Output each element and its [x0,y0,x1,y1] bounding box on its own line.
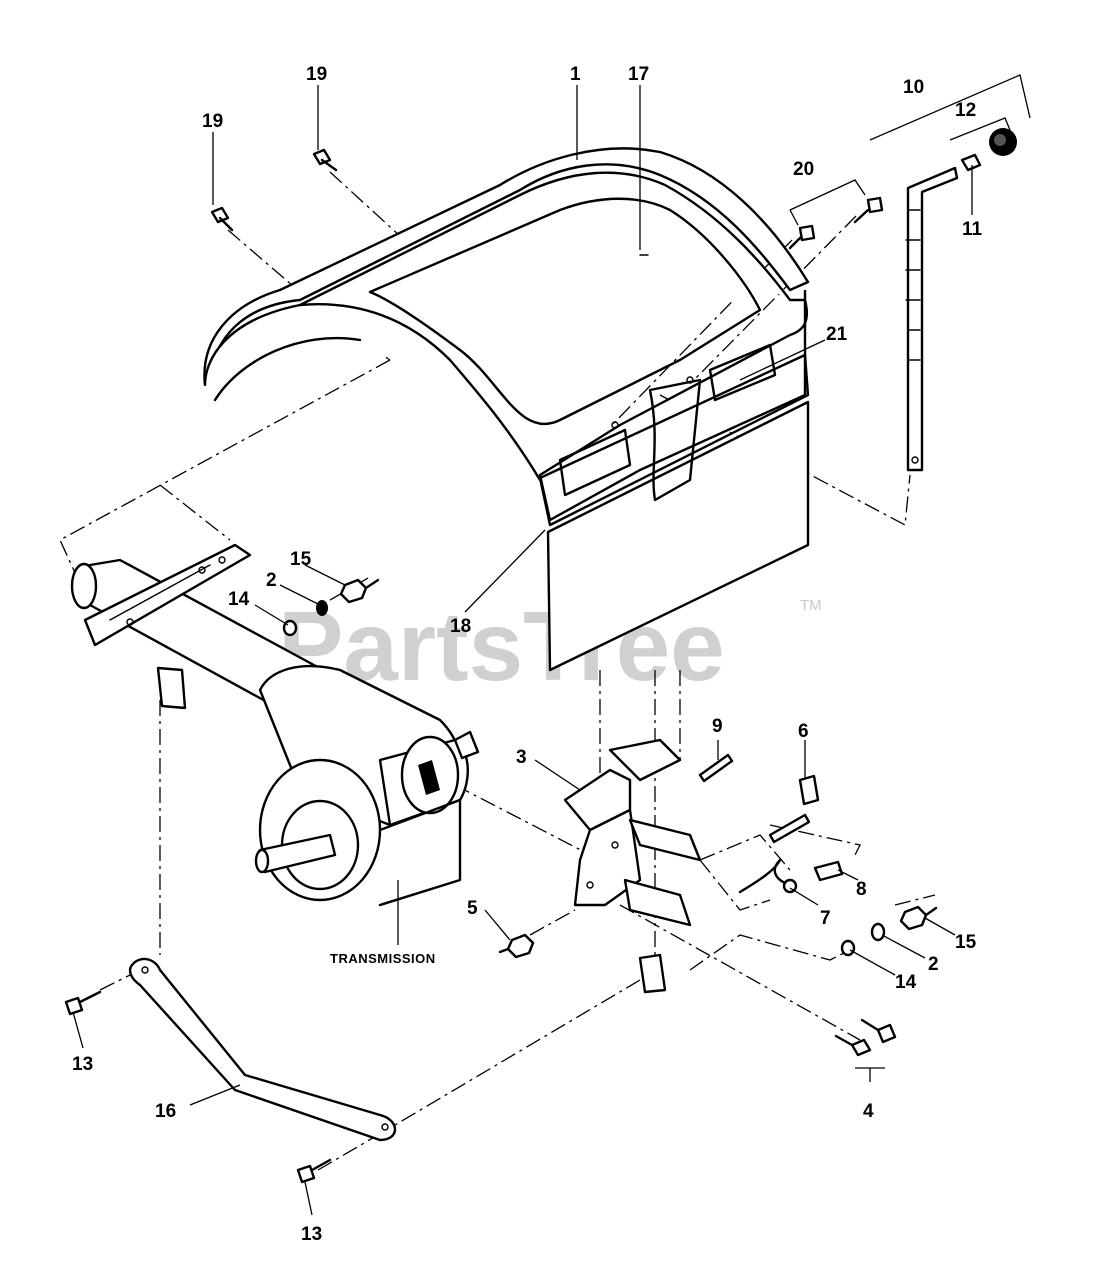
callout-13-bottom: 13 [301,1224,322,1245]
callout-21: 21 [826,324,848,345]
callout-14-left: 14 [228,589,250,610]
callout-18: 18 [450,616,471,637]
callout-19-upper: 19 [306,64,327,85]
callout-17: 17 [628,64,649,85]
depth-bar-assembly [905,128,1017,472]
callout-4: 4 [863,1101,874,1122]
callout-2-left: 2 [266,570,277,591]
callout-6: 6 [798,721,809,742]
callout-15-left: 15 [290,549,312,570]
bracket-lines [789,74,1031,1082]
callout-8: 8 [856,879,867,900]
hood-bolts [210,148,884,250]
small-hardware [698,753,844,894]
callout-19-lower: 19 [202,111,223,132]
callout-5: 5 [467,898,478,919]
callout-15-right: 15 [955,932,977,953]
callout-14-right: 14 [895,972,917,993]
callout-9: 9 [712,716,723,737]
callout-2-right: 2 [928,954,939,975]
callout-20: 20 [793,159,814,180]
callout-1: 1 [570,64,581,85]
nuts-washers [282,578,938,1057]
callout-3: 3 [516,747,527,768]
mounting-bracket [563,738,702,994]
callout-leaders [72,85,973,1216]
watermark-trademark: TM [800,597,822,614]
callout-labels: 1 17 19 19 10 12 11 20 21 18 15 2 14 3 9… [72,64,983,1245]
callout-10: 10 [903,77,924,98]
callout-12: 12 [955,100,976,121]
drag-bar [64,957,397,1184]
transmission-caption: TRANSMISSION [330,951,436,966]
callout-16: 16 [155,1101,176,1122]
callout-11: 11 [962,219,983,240]
callout-7: 7 [820,908,831,929]
transmission-assembly [70,543,480,945]
callout-13-left: 13 [72,1054,93,1075]
